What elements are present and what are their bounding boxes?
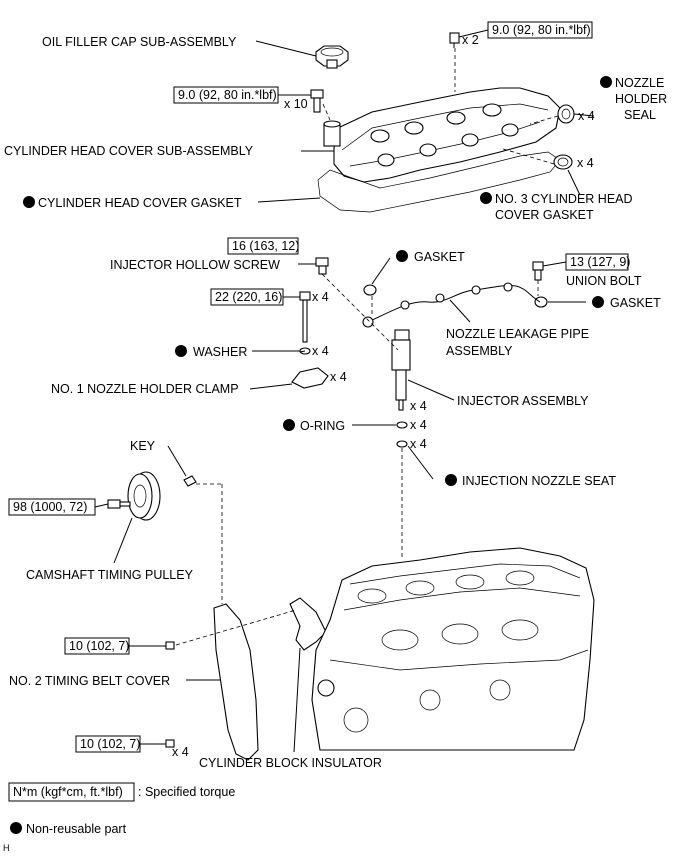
label-injector-hollow-screw: INJECTOR HOLLOW SCREW bbox=[110, 258, 280, 272]
clamp-illustration bbox=[291, 367, 329, 389]
cover-bolt-upper-illustration bbox=[165, 641, 175, 650]
svg-text:10 (102, 7): 10 (102, 7) bbox=[69, 639, 129, 653]
label-gasket-top: GASKET bbox=[414, 250, 465, 264]
qty-nozzle-holder-seal: x 4 bbox=[578, 109, 595, 123]
label-oil-filler-cap: OIL FILLER CAP SUB-ASSEMBLY bbox=[42, 35, 237, 49]
hollow-screw-illustration bbox=[315, 257, 329, 275]
engine-block-illustration bbox=[311, 547, 595, 751]
non-reusable-marker bbox=[592, 296, 604, 308]
label-nozzle-holder-seal-1: NOZZLE bbox=[615, 76, 664, 90]
label-no1-nozzle-holder-clamp: NO. 1 NOZZLE HOLDER CLAMP bbox=[51, 382, 239, 396]
label-nozzle-holder-seal-3: SEAL bbox=[624, 108, 656, 122]
torque-cover-bolt-lower: 10 (102, 7) bbox=[75, 735, 141, 753]
label-injection-nozzle-seat: INJECTION NOZZLE SEAT bbox=[462, 474, 616, 488]
clamp-bolt-illustration bbox=[299, 291, 311, 343]
non-reusable-marker bbox=[445, 474, 457, 486]
oil-filler-cap-illustration bbox=[315, 45, 349, 69]
cover-bolt-illustration bbox=[310, 89, 324, 113]
nozzle-leakage-pipe-illustration bbox=[362, 282, 541, 328]
label-cylinder-head-cover: CYLINDER HEAD COVER SUB-ASSEMBLY bbox=[4, 144, 254, 158]
qty-nozzle-seat: x 4 bbox=[410, 437, 427, 451]
torque-union-bolt: 13 (127, 9) bbox=[565, 253, 630, 271]
non-reusable-marker bbox=[23, 196, 35, 208]
svg-text:22 (220, 16): 22 (220, 16) bbox=[215, 290, 282, 304]
non-reusable-marker bbox=[480, 192, 492, 204]
label-key: KEY bbox=[130, 439, 156, 453]
qty-injector: x 4 bbox=[410, 399, 427, 413]
label-gasket-right: GASKET bbox=[610, 296, 661, 310]
legend-non-reusable-marker bbox=[10, 822, 22, 834]
label-union-bolt: UNION BOLT bbox=[566, 274, 642, 288]
qty-no3-gasket: x 4 bbox=[577, 156, 594, 170]
label-o-ring: O-RING bbox=[300, 419, 345, 433]
qty-cover-bolt: x 10 bbox=[284, 97, 308, 111]
cylinder-block-insulator-illustration bbox=[289, 597, 327, 651]
qty-clamp: x 4 bbox=[330, 370, 347, 384]
qty-clamp-bolt: x 4 bbox=[312, 290, 329, 304]
label-cylinder-head-cover-gasket: CYLINDER HEAD COVER GASKET bbox=[38, 196, 242, 210]
legend-torque-text: : Specified torque bbox=[138, 785, 235, 799]
svg-text:9.0 (92, 80 in.*lbf): 9.0 (92, 80 in.*lbf) bbox=[178, 88, 277, 102]
alignment-lines bbox=[175, 48, 559, 646]
label-injector-assembly: INJECTOR ASSEMBLY bbox=[457, 394, 589, 408]
non-reusable-marker bbox=[396, 250, 408, 262]
svg-text:10 (102, 7): 10 (102, 7) bbox=[80, 737, 140, 751]
injector-illustration bbox=[391, 329, 411, 411]
cover-nut-illustration bbox=[449, 32, 460, 48]
no3-gasket-illustration bbox=[553, 154, 573, 170]
non-reusable-marker bbox=[600, 76, 612, 88]
figure-code: H bbox=[3, 843, 10, 853]
label-nozzle-holder-seal-2: HOLDER bbox=[615, 92, 667, 106]
svg-text:16 (163, 12): 16 (163, 12) bbox=[232, 239, 299, 253]
legend-torque-box bbox=[8, 782, 135, 802]
torque-leaders bbox=[94, 29, 567, 745]
torque-cover-bolt: 9.0 (92, 80 in.*lbf) bbox=[173, 86, 279, 104]
torque-clamp-bolt: 22 (220, 16) bbox=[210, 288, 284, 306]
label-no3-gasket-1: NO. 3 CYLINDER HEAD bbox=[495, 192, 633, 206]
svg-text:9.0 (92, 80 in.*lbf): 9.0 (92, 80 in.*lbf) bbox=[492, 23, 591, 37]
torque-cover-nut: 9.0 (92, 80 in.*lbf) bbox=[487, 21, 593, 39]
torque-pulley-bolt: 98 (1000, 72) bbox=[8, 498, 96, 516]
gasket-right-illustration bbox=[534, 296, 548, 308]
camshaft-pulley-illustration bbox=[107, 471, 161, 521]
legend-non-reusable-text: Non-reusable part bbox=[26, 822, 127, 836]
label-no2-timing-belt-cover: NO. 2 TIMING BELT COVER bbox=[9, 674, 170, 688]
svg-text:13 (127, 9): 13 (127, 9) bbox=[570, 255, 630, 269]
nozzle-holder-seal-illustration bbox=[557, 104, 575, 124]
legend: N*m (kgf*cm, ft.*lbf) : Specified torque… bbox=[3, 782, 235, 853]
torque-cover-bolt-upper: 10 (102, 7) bbox=[64, 637, 130, 655]
svg-text:98 (1000, 72): 98 (1000, 72) bbox=[13, 500, 87, 514]
cylinder-head-cover-illustration bbox=[323, 87, 561, 183]
label-camshaft-timing-pulley: CAMSHAFT TIMING PULLEY bbox=[26, 568, 194, 582]
qty-cover-nut: x 2 bbox=[462, 33, 479, 47]
label-nozzle-leakage-pipe-1: NOZZLE LEAKAGE PIPE bbox=[446, 327, 589, 341]
timing-belt-cover-illustration bbox=[213, 603, 259, 761]
key-illustration bbox=[183, 475, 197, 487]
qty-o-ring: x 4 bbox=[410, 418, 427, 432]
torque-hollow-screw: 16 (163, 12) bbox=[227, 237, 299, 255]
label-nozzle-leakage-pipe-2: ASSEMBLY bbox=[446, 344, 513, 358]
nozzle-seat-illustration bbox=[396, 440, 408, 448]
union-bolt-illustration bbox=[532, 261, 544, 281]
label-no3-gasket-2: COVER GASKET bbox=[495, 208, 594, 222]
non-reusable-marker bbox=[283, 419, 295, 431]
label-cylinder-block-insulator: CYLINDER BLOCK INSULATOR bbox=[199, 756, 382, 770]
qty-washer: x 4 bbox=[312, 344, 329, 358]
qty-cover-bolt-lower: x 4 bbox=[172, 745, 189, 759]
leader-lines bbox=[113, 40, 595, 753]
gasket-top-illustration bbox=[363, 284, 377, 296]
legend-torque-unit: N*m (kgf*cm, ft.*lbf) bbox=[13, 785, 123, 799]
non-reusable-marker bbox=[175, 345, 187, 357]
label-washer: WASHER bbox=[193, 345, 247, 359]
o-ring-illustration bbox=[396, 421, 408, 429]
